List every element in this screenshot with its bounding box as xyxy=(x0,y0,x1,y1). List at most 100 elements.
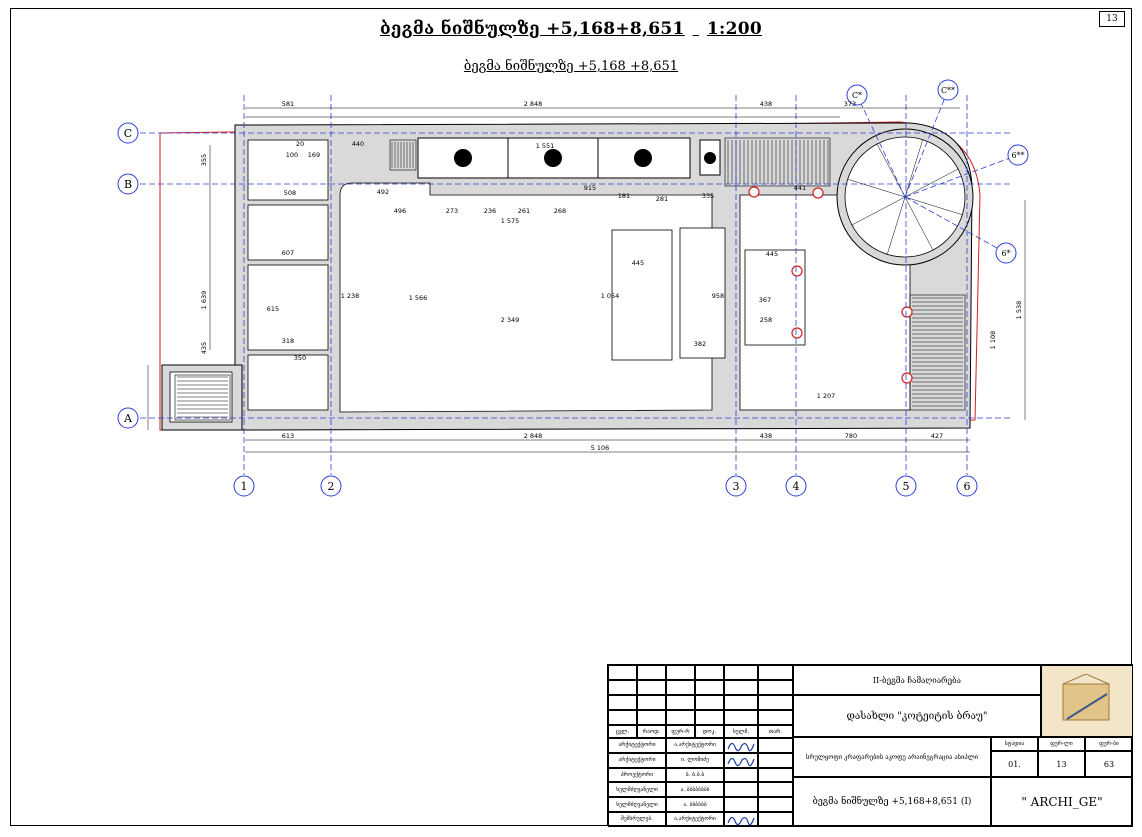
company-name: " ARCHI_GE" xyxy=(991,777,1133,827)
axis-col-bubble xyxy=(725,475,747,497)
dim-left: 435 xyxy=(200,342,208,354)
sheet-header: ფურ-ლი xyxy=(1038,737,1085,751)
dim-bottom: 438 xyxy=(760,432,772,440)
staff-name: ა.არქიტექტორი xyxy=(666,812,724,827)
title-block-empty-cell xyxy=(637,665,666,680)
staff-name: ი. ლომიძე xyxy=(666,752,724,768)
staff-signature-cell xyxy=(724,738,758,753)
staff-date-cell xyxy=(758,752,793,768)
axis-col-bubble xyxy=(956,475,978,497)
axis-col-label: 2 xyxy=(328,480,335,493)
axis-row-label: B xyxy=(124,178,132,191)
staff-signature-cell xyxy=(724,767,758,783)
dim-inner: 236 xyxy=(484,207,496,215)
axis-row-bubble xyxy=(117,122,139,144)
dim-inner: 1 054 xyxy=(601,292,620,300)
dim-top: 438 xyxy=(760,100,772,108)
dim-inner: 335 xyxy=(702,192,714,200)
axis-radial-bubble xyxy=(995,242,1017,264)
handwritten-signature xyxy=(727,816,755,826)
staff-signature-cell xyxy=(724,797,758,812)
axis-radial-bubble xyxy=(846,84,868,106)
organization: II-ბეგმა ჩამაღიარება xyxy=(793,665,1041,695)
plan-subtitle: ბეგმა ნიშნულზე +5,168 +8,651 xyxy=(463,59,679,74)
axis-col-bubble xyxy=(785,475,807,497)
staff-date-cell xyxy=(758,797,793,812)
handwritten-signature xyxy=(727,757,755,767)
title-block-empty-cell xyxy=(695,695,724,710)
axis-radial xyxy=(904,196,1007,254)
axis-col-bubble xyxy=(895,475,917,497)
title-block-empty-cell xyxy=(666,695,695,710)
staff-role: ხელმძღვანელი xyxy=(608,797,666,812)
dim-left: 355 xyxy=(200,154,208,166)
dim-top: 581 xyxy=(282,100,294,108)
title-block-empty-cell xyxy=(695,665,724,680)
dim-right: 1 538 xyxy=(1015,301,1023,320)
dim-inner: 1 551 xyxy=(536,142,555,150)
dim-inner: 508 xyxy=(284,189,296,197)
dim-inner: 1 575 xyxy=(501,217,520,225)
project-description: სრულყოფი კრაფარების აკოფუ არაინეგრაცია ა… xyxy=(793,737,991,777)
dimension-lines xyxy=(147,107,1026,453)
staff-signature-cell xyxy=(724,812,758,827)
dim-inner: 441 xyxy=(794,184,806,192)
dim-bottom: 780 xyxy=(845,432,857,440)
dim-inner: 181 xyxy=(618,192,630,200)
axis-radial-label: C** xyxy=(941,86,955,95)
axis-radial-label: C* xyxy=(852,91,862,100)
axis-col-bubble xyxy=(320,475,342,497)
dim-inner: 169 xyxy=(308,151,320,159)
dim-inner: 440 xyxy=(352,140,364,148)
dim-left: 1 639 xyxy=(200,291,208,310)
sheet-value: 13 xyxy=(1038,751,1085,777)
sheet-title-text: ბეგმა ნიშნულზე +5,168+8,651 xyxy=(380,19,685,39)
drawing-sheet: 13 ბეგმა ნიშნულზე +5,168+8,651 1:200 ბეგ… xyxy=(10,8,1132,826)
sheet-number: 13 xyxy=(1099,11,1125,27)
title-block-empty-cell xyxy=(666,710,695,725)
project-name: დასახლი "კოტეიტის ბრაუ" xyxy=(793,695,1041,737)
building-sketch-icon xyxy=(1062,673,1110,720)
sheet-scale: 1:200 xyxy=(706,19,762,39)
staff-header: თარ. xyxy=(758,725,793,738)
dim-inner: 445 xyxy=(766,250,778,258)
staff-date-cell xyxy=(758,767,793,783)
axis-radial xyxy=(856,94,906,198)
staff-date-cell xyxy=(758,812,793,827)
dim-inner: 958 xyxy=(712,292,724,300)
staff-name: ა. ბბბბბბბბ xyxy=(666,782,724,798)
dim-inner: 261 xyxy=(518,207,530,215)
dim-inner: 100 xyxy=(286,151,298,159)
dim-inner: 607 xyxy=(282,249,294,257)
axis-col-label: 5 xyxy=(903,480,910,493)
dim-inner: 1 207 xyxy=(817,392,836,400)
axis-radial xyxy=(904,154,1019,198)
staff-header: რაოდ. xyxy=(637,725,666,738)
title-block-empty-cell xyxy=(724,710,758,725)
rooms xyxy=(169,139,911,423)
staff-date-cell xyxy=(758,738,793,753)
title-block-empty-cell xyxy=(608,665,637,680)
title-block-empty-cell xyxy=(724,695,758,710)
axis-radial xyxy=(904,89,949,198)
title-block-empty-cell xyxy=(695,680,724,695)
title-block-empty-cell xyxy=(666,680,695,695)
dim-right: 1 108 xyxy=(989,331,997,350)
title-block-empty-cell xyxy=(637,680,666,695)
dim-inner: 268 xyxy=(554,207,566,215)
title-block-empty-cell xyxy=(695,710,724,725)
title-block-empty-cell xyxy=(608,710,637,725)
title-block-empty-cell xyxy=(758,710,793,725)
dim-inner: 1 238 xyxy=(341,292,360,300)
gallery-strip xyxy=(417,137,721,179)
title-block-empty-cell xyxy=(724,665,758,680)
title-block-empty-cell xyxy=(608,680,637,695)
axis-radial-label: 6* xyxy=(1001,249,1010,258)
stage-header: სტადია xyxy=(991,737,1038,751)
sheets-header: ფურ-ბი xyxy=(1085,737,1133,751)
staff-name: ბ. ბ.ბ.ბ xyxy=(666,767,724,783)
title-block-empty-cell xyxy=(666,665,695,680)
staff-signature-cell xyxy=(724,782,758,798)
dim-top: 373 xyxy=(844,100,856,108)
